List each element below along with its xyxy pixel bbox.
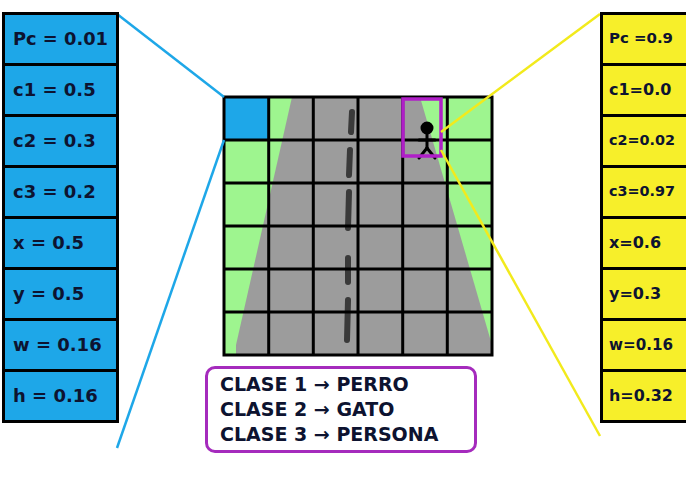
vector-cell: Pc = 0.01	[2, 12, 119, 66]
class-mapping: CLASE 2 → GATO	[220, 397, 394, 422]
vector-cell: c2 = 0.3	[2, 114, 119, 168]
bounding-box	[403, 99, 441, 156]
vector-value: h=0.32	[609, 386, 673, 405]
class-key: CLASE 1 → PERROCLASE 2 → GATOCLASE 3 → P…	[205, 366, 477, 453]
vector-value: y = 0.5	[13, 283, 84, 305]
vector-value: x=0.6	[609, 233, 661, 252]
vector-cell: w = 0.16	[2, 318, 119, 372]
vector-value: Pc = 0.01	[13, 28, 108, 49]
vector-cell: c2=0.02	[600, 114, 686, 168]
vector-cell: c3 = 0.2	[2, 165, 119, 219]
vector-value: c2=0.02	[609, 132, 675, 149]
class-mapping: CLASE 1 → PERRO	[220, 372, 409, 397]
vector-value: c2 = 0.3	[13, 130, 96, 152]
vector-cell: h=0.32	[600, 369, 686, 423]
vector-value: h = 0.16	[13, 385, 98, 407]
vector-cell: c3=0.97	[600, 165, 686, 219]
vector-cell: y=0.3	[600, 267, 686, 321]
selected-cell	[224, 97, 269, 140]
vector-value: x = 0.5	[13, 232, 84, 254]
vector-value: w = 0.16	[13, 334, 102, 356]
person-figure	[419, 123, 435, 158]
grid-lines	[224, 97, 492, 355]
vector-value: c3 = 0.2	[13, 181, 96, 203]
vector-value: y=0.3	[609, 284, 661, 303]
vector-cell: c1 = 0.5	[2, 63, 119, 117]
vector-cell: Pc =0.9	[600, 12, 686, 66]
vector-cell: x=0.6	[600, 216, 686, 270]
vector-value: w=0.16	[609, 336, 673, 354]
vector-value: c1 = 0.5	[13, 79, 96, 101]
vector-cell: x = 0.5	[2, 216, 119, 270]
vector-value: Pc =0.9	[609, 30, 673, 48]
class-mapping: CLASE 3 → PERSONA	[220, 422, 438, 447]
vector-cell: w=0.16	[600, 318, 686, 372]
vector-cell: h = 0.16	[2, 369, 119, 423]
vector-value: c1=0.0	[609, 80, 671, 99]
vector-cell: c1=0.0	[600, 63, 686, 117]
vector-cell: y = 0.5	[2, 267, 119, 321]
vector-value: c3=0.97	[609, 183, 675, 200]
grass	[224, 97, 492, 355]
